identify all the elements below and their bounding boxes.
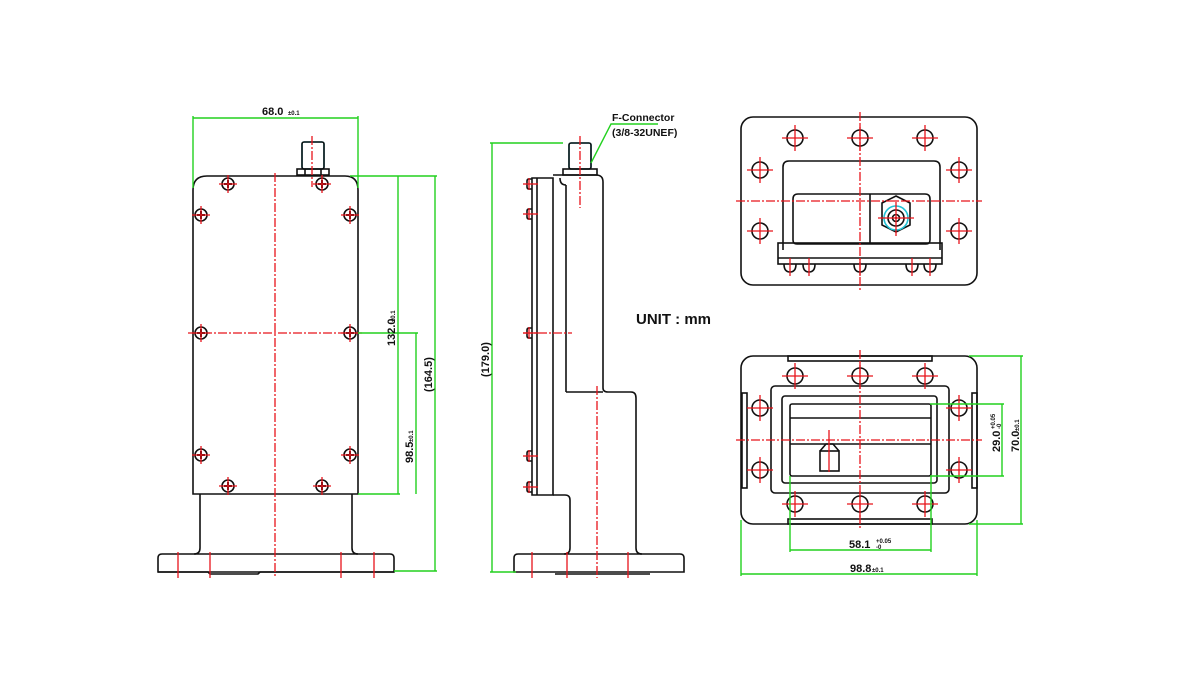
bolt-hole-icon (946, 218, 972, 244)
bolt-hole-icon (747, 157, 773, 183)
top-flange-holes (747, 125, 972, 276)
side-base-outline (513, 553, 685, 573)
screw-icon (341, 206, 359, 224)
top-flange-view (736, 112, 982, 290)
dim-width-68: 68.0 (262, 106, 283, 118)
screw-icon (313, 175, 331, 193)
labels: 68.0 ±0.1 132.0 ±0.1 98.5 ±0.1 (164.5) (… (262, 106, 1022, 575)
dim-height-179: (179.0) (480, 342, 492, 377)
screw-icon (219, 175, 237, 193)
connector-label: F-Connector (612, 112, 674, 124)
bolt-hole-icon (946, 457, 972, 483)
bolt-hole-icon (912, 125, 938, 151)
dim-width-98-8-tol: ±0.1 (872, 568, 884, 574)
bolt-head-icon (523, 481, 538, 493)
bolt-head-icon (923, 258, 937, 276)
bolt-head-icon (853, 258, 867, 276)
bolt-head-icon (783, 258, 797, 276)
connector-thread-label: (3/8-32UNEF) (612, 127, 677, 139)
bolt-hole-icon (782, 125, 808, 151)
bolt-head-icon (523, 450, 538, 462)
front-base-outline (157, 553, 395, 575)
screw-icon (192, 206, 210, 224)
bolt-hole-icon (946, 157, 972, 183)
dim-height-70-tol: ±0.1 (1015, 419, 1021, 431)
dim-height-98-5: 98.5 (404, 442, 416, 463)
unit-note: UNIT : mm (636, 311, 711, 328)
f-connector-front (296, 141, 330, 176)
bolt-hole-icon (782, 491, 808, 517)
dim-height-29-tol-lower: -0 (997, 423, 1003, 429)
bolt-head-icon (802, 258, 816, 276)
screw-icon (313, 477, 331, 495)
front-stem-outline (193, 494, 359, 555)
dim-height-29-tol-upper: +0.05 (991, 413, 997, 429)
dim-height-70: 70.0 (1010, 431, 1022, 452)
bolt-hole-icon (847, 125, 873, 151)
side-view (513, 136, 685, 578)
bolt-hole-icon (782, 363, 808, 389)
screw-icon (219, 477, 237, 495)
dim-height-98-5-tol: ±0.1 (409, 430, 415, 442)
dim-width-98-8: 98.8 (850, 563, 871, 575)
bolt-hole-icon (747, 395, 773, 421)
side-dimensions (490, 123, 658, 573)
front-body-outline (192, 175, 359, 495)
dim-height-164-5: (164.5) (423, 357, 435, 392)
bolt-hole-icon (912, 491, 938, 517)
dim-width-68-tol: ±0.1 (288, 111, 300, 117)
bolt-hole-icon (847, 363, 873, 389)
dim-height-132-tol: ±0.1 (391, 310, 397, 322)
flange-dimensions (740, 355, 1023, 576)
side-flange-plate (531, 177, 554, 496)
screw-icon (341, 324, 359, 342)
front-screws (192, 175, 359, 495)
bolt-hole-icon (747, 457, 773, 483)
front-view (157, 136, 395, 578)
bolt-hole-icon (912, 363, 938, 389)
screw-icon (341, 446, 359, 464)
dim-height-132: 132.0 (386, 318, 398, 346)
bolt-hole-icon (847, 491, 873, 517)
screw-icon (192, 324, 210, 342)
bolt-head-icon (905, 258, 919, 276)
dim-width-58-1-tol-lower: -0 (876, 545, 882, 551)
dim-height-29: 29.0 (991, 431, 1003, 452)
bottom-flange-view (736, 350, 982, 530)
bolt-hole-icon (747, 218, 773, 244)
bolt-head-icon (523, 178, 538, 190)
dim-width-58-1: 58.1 (849, 539, 870, 551)
front-dimensions (192, 116, 437, 572)
dim-width-58-1-tol-upper: +0.05 (876, 539, 892, 545)
screw-icon (192, 446, 210, 464)
bottom-flange-holes (747, 363, 972, 517)
bolt-head-icon (523, 208, 538, 220)
side-bolts (523, 178, 538, 493)
bolt-hole-icon (946, 395, 972, 421)
